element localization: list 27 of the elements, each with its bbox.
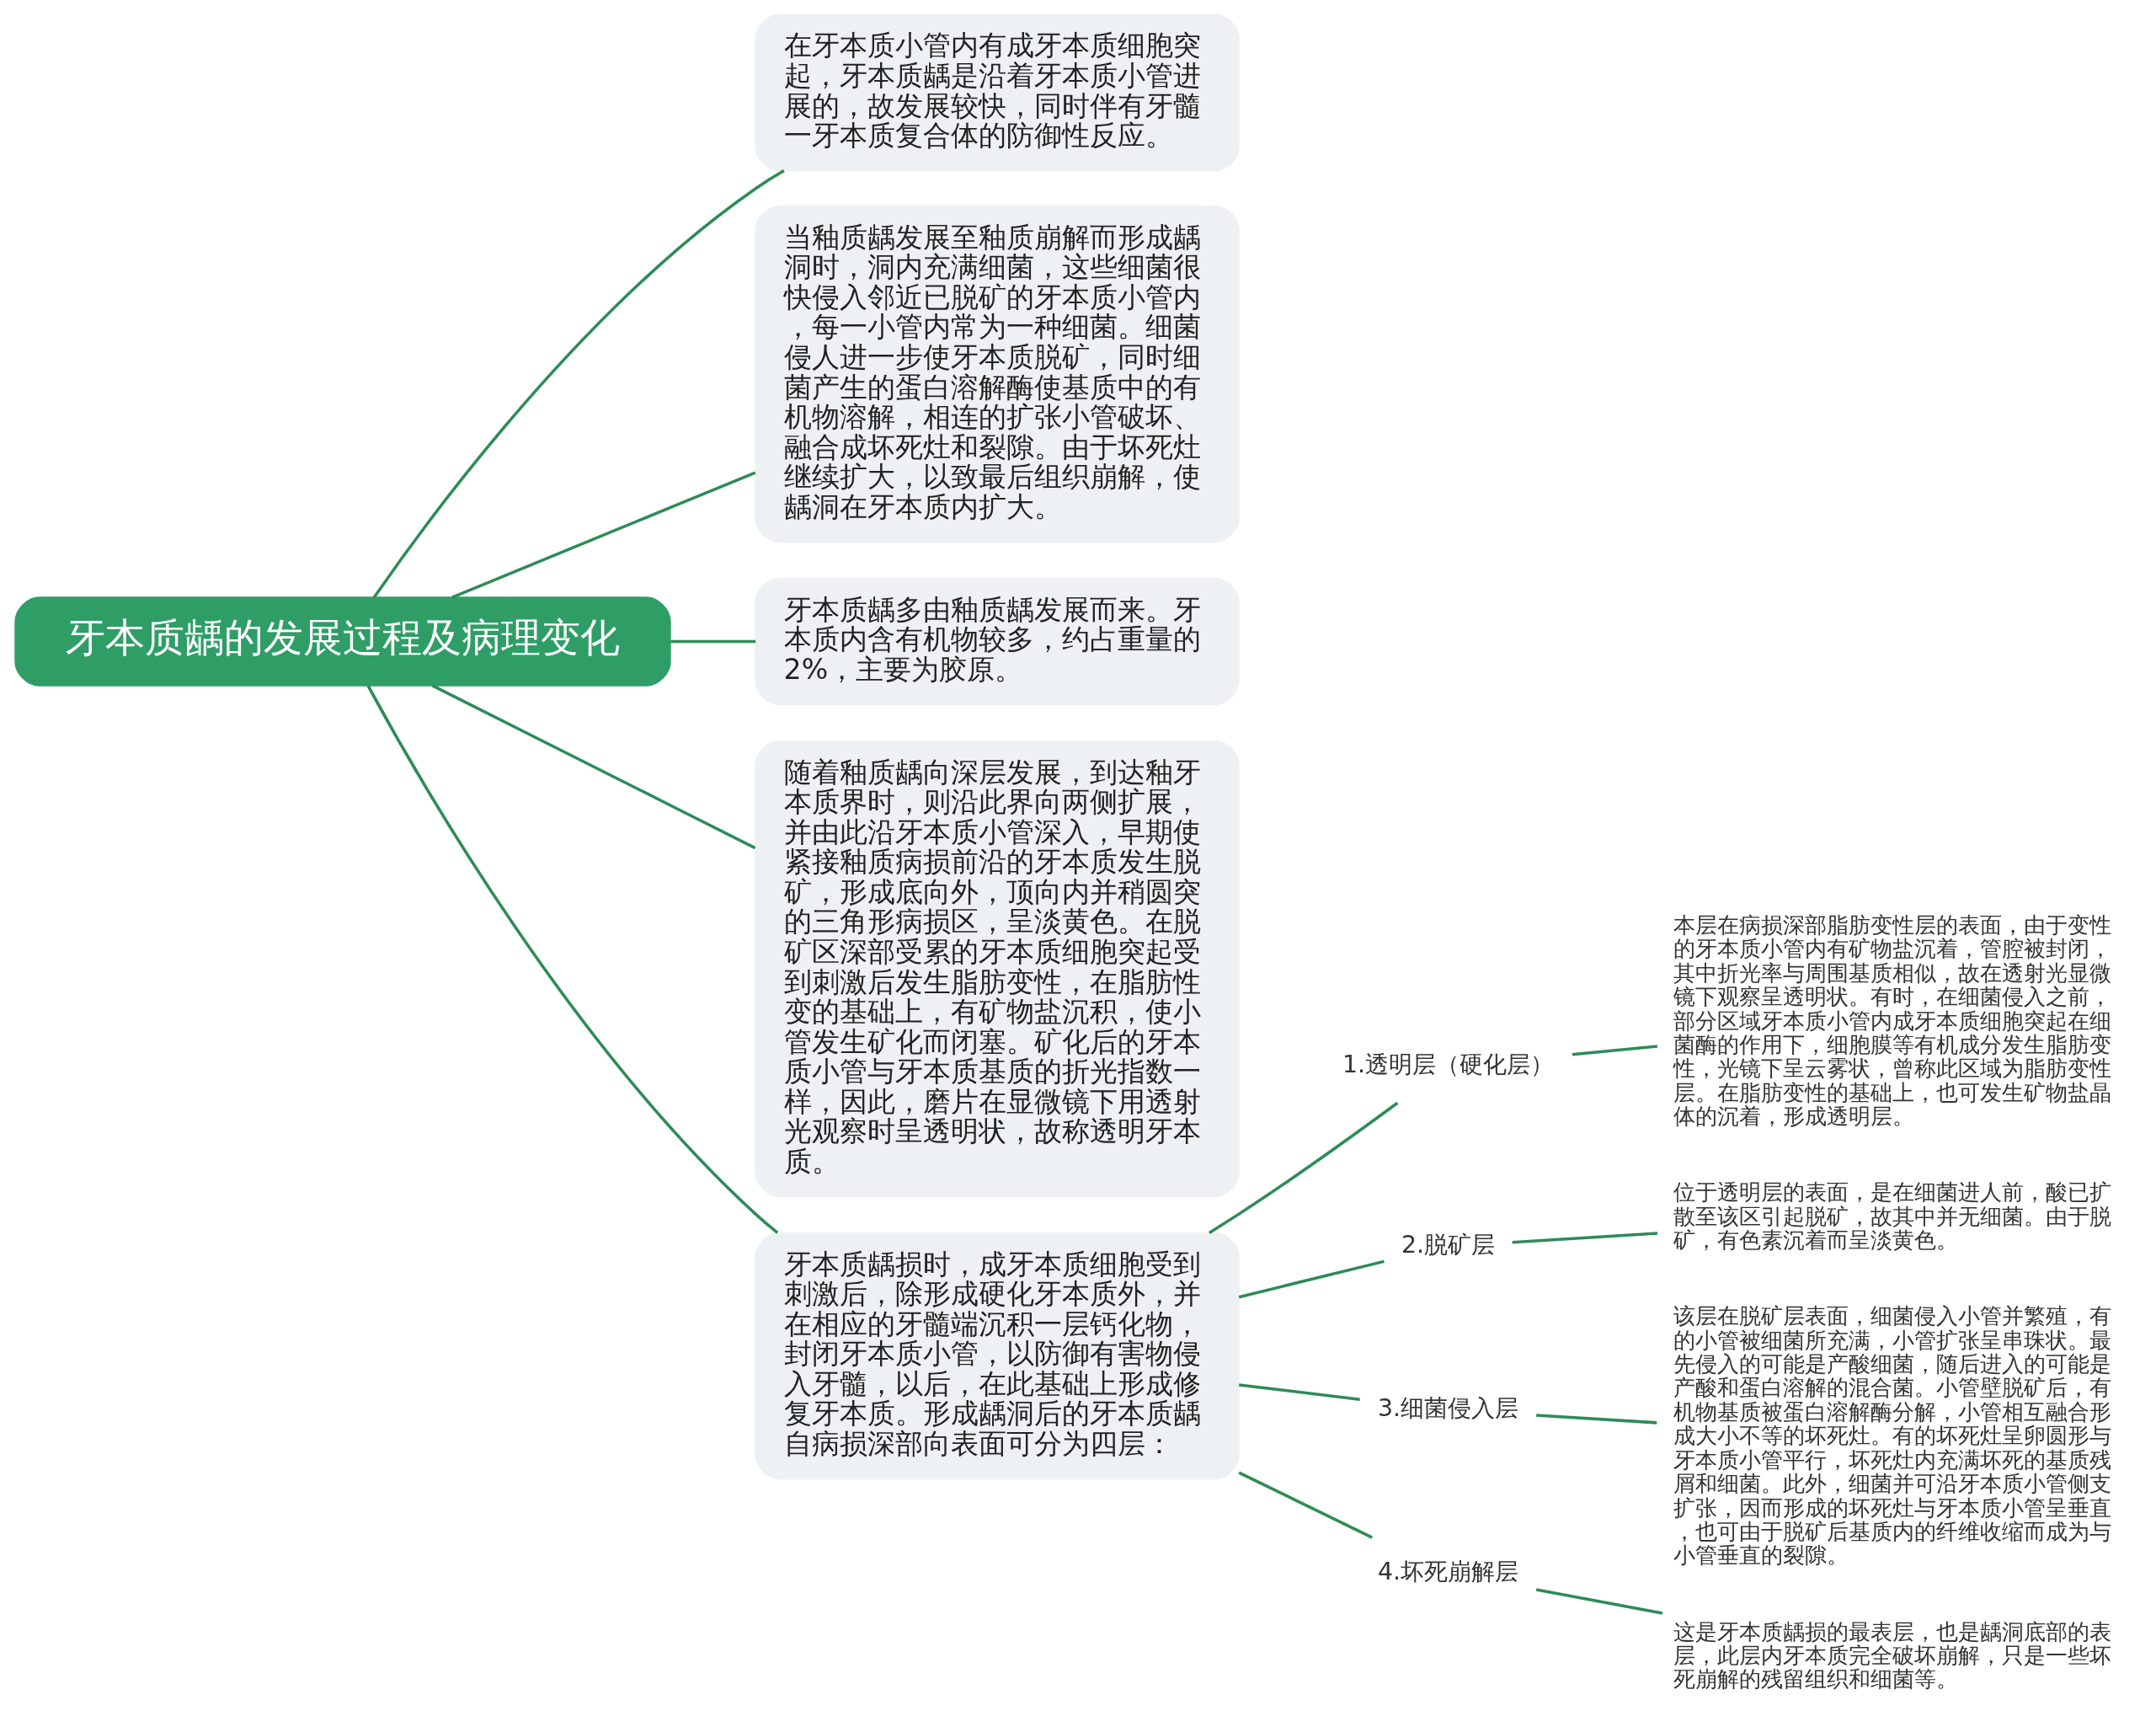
connector <box>1536 1414 1657 1425</box>
connector <box>372 169 785 599</box>
node-text: 本层在病损深部脂肪变性层的表面，由于变性的牙本质小管内有矿物盐沉着，管腔被封闭，其中折光率与周围基质相似，故在透射光显微镜下观察呈透明状。有时，在细菌侵入之前，部分区域牙本质小管内成牙本质细胞突起在细菌酶的作用下，细胞膜等有机成分发生脂肪变性，光镜下呈云雾状，曾称此区域为脂肪变性层。在脂肪变性的基础上，也可发生矿物盐晶体的沉着，形成透明层。 <box>1673 911 2112 1130</box>
connector <box>1238 1259 1385 1299</box>
connector <box>1238 1383 1360 1401</box>
node-text: 位于透明层的表面，是在细菌进人前，酸已扩散至该区引起脱矿，故其中并无细菌。由于脱矿，有色素沉着而呈淡黄色。 <box>1673 1179 2112 1254</box>
connector <box>431 684 756 850</box>
connector <box>1572 1045 1658 1056</box>
connector <box>1238 1471 1373 1539</box>
node-text: 1.透明层（硬化层） <box>1342 1050 1555 1079</box>
connector <box>366 685 779 1234</box>
node-box: 牙本质龋损时，成牙本质细胞受到刺激后，除形成硬化牙本质外，并在相应的牙髓端沉积一层钙化物，封闭牙本质小管，以防御有害物侵入牙髓，以后，在此基础上形成修复牙本质。形成龋洞后的牙本质龋自病损深部向表面可分为四层： <box>755 1232 1240 1480</box>
node-text: 3.细菌侵入层 <box>1377 1393 1519 1422</box>
connector <box>670 639 756 644</box>
connector <box>451 471 756 599</box>
node-text: 4.坏死崩解层 <box>1377 1558 1519 1586</box>
connector <box>1512 1232 1658 1244</box>
node-text: 这是牙本质龋损的最表层，也是龋洞底部的表层，此层内牙本质完全破坏崩解，只是一些坏死崩解的残留组织和细菌等。 <box>1673 1618 2112 1692</box>
connector <box>1535 1588 1663 1615</box>
node-text: 2.脱矿层 <box>1401 1230 1496 1259</box>
connector <box>1209 1101 1399 1235</box>
node-box: 当釉质龋发展至釉质崩解而形成龋洞时，洞内充满细菌，这些细菌很快侵入邻近已脱矿的牙本质小管内，每一小管内常为一种细菌。细菌侵人进一步使牙本质脱矿，同时细菌产生的蛋白溶解酶使基质中的有机物溶解，相连的扩张小管破坏、融合成坏死灶和裂隙。由于坏死灶继续扩大，以致最后组织崩解，使龋洞在牙本质内扩大。 <box>755 205 1240 543</box>
node-box: 牙本质龋的发展过程及病理变化 <box>14 596 671 687</box>
node-box: 在牙本质小管内有成牙本质细胞突起，牙本质龋是沿着牙本质小管进展的，故发展较快，同时伴有牙髓一牙本质复合体的防御性反应。 <box>755 13 1240 172</box>
node-text: 该层在脱矿层表面，细菌侵入小管并繁殖，有的小管被细菌所充满，小管扩张呈串珠状。最先侵入的可能是产酸细菌，随后进入的可能是产酸和蛋白溶解的混合菌。小管壁脱矿后，有机物基质被蛋白溶解酶分解，小管相互融合形成大小不等的坏死灶。有的坏死灶呈卵圆形与牙本质小管平行，坏死灶内充满坏死的基质残屑和细菌。此外，细菌并可沿牙本质小管侧支扩张，因而形成的坏死灶与牙本质小管呈垂直，也可由于脱矿后基质内的纤维收缩而成为与小管垂直的裂隙。 <box>1673 1303 2112 1569</box>
node-box: 牙本质龋多由釉质龋发展而来。牙本质内含有机物较多，约占重量的2%，主要为胶原。 <box>755 577 1240 706</box>
node-box: 随着釉质龋向深层发展，到达釉牙本质界时，则沿此界向两侧扩展，并由此沿牙本质小管深入，早期使紧接釉质病损前沿的牙本质发生脱矿，形成底向外，顶向内并稍圆突的三角形病损区，呈淡黄色。在脱矿区深部受累的牙本质细胞突起受到刺激后发生脂肪变性，在脂肪性变的基础上，有矿物盐沉积，使小管发生矿化而闭塞。矿化后的牙本质小管与牙本质基质的折光指数一样，因此，磨片在显微镜下用透射光观察时呈透明状，故称透明牙本质。 <box>755 740 1240 1198</box>
